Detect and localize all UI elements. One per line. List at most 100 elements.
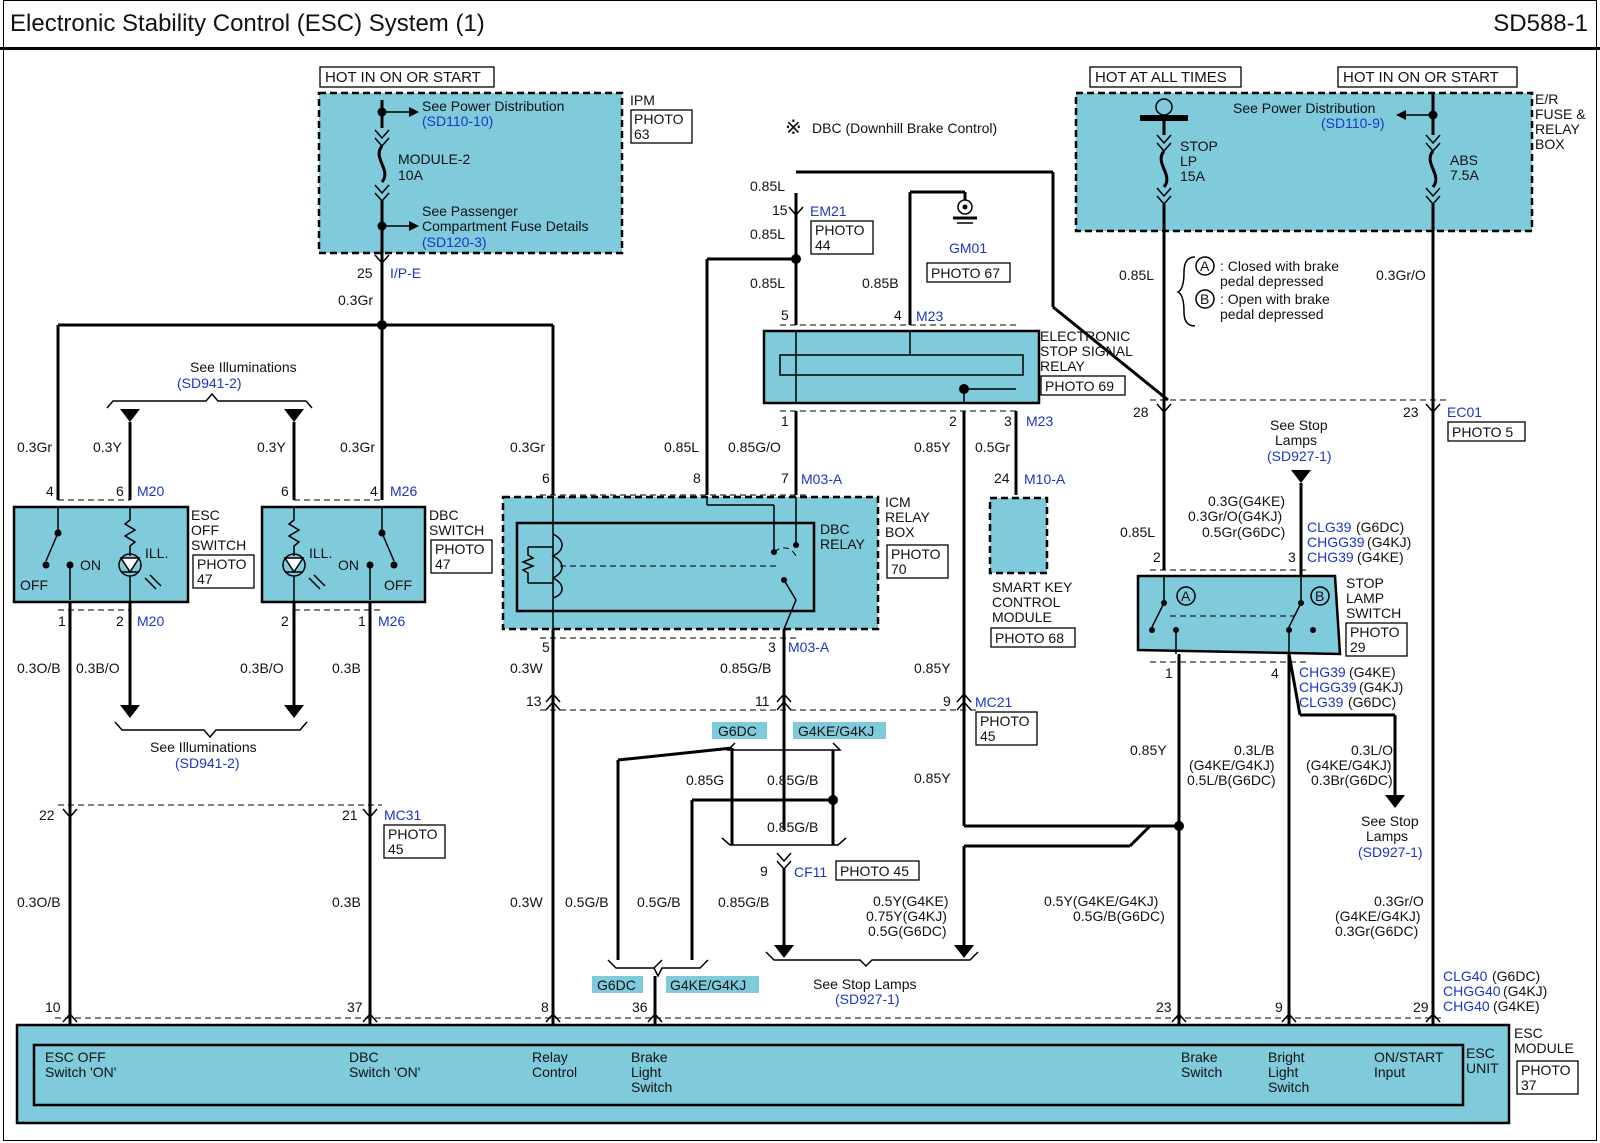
wire-g6dc-diag	[617, 746, 733, 762]
ipm-passenger-2: Compartment Fuse Details	[422, 218, 589, 234]
clg39b: CLG39	[1299, 694, 1344, 710]
sls-a-circle	[1176, 586, 1196, 606]
wire-relay5-label: 0.85L	[750, 275, 785, 291]
smart-key-pin24: 24	[994, 470, 1010, 486]
icm-coil	[551, 533, 563, 599]
chgg40-v: (G4KJ)	[1503, 983, 1547, 999]
legend-b-circle	[1195, 289, 1215, 309]
ipe-connector: I/P-E	[390, 265, 421, 281]
dbc-note-symbol: ※	[785, 117, 802, 139]
esc-input-bright-3: Switch	[1268, 1079, 1309, 1095]
mc21-pin13: 13	[526, 693, 542, 709]
sls4-wire-2: (G4KE/G4KJ)	[1189, 757, 1275, 773]
stop-fuse	[1159, 150, 1169, 188]
wire-cf11-label: 0.85G/B	[767, 819, 818, 835]
esc-input-on-start-1: ON/START	[1374, 1049, 1444, 1065]
wire-stop-feed-diag	[1052, 305, 1169, 402]
stop-lamp-switch-box	[1136, 574, 1342, 656]
ipm-power-dist-ref: (SD110-10)	[422, 113, 493, 129]
icm-blade	[783, 579, 797, 601]
tag-g4ke-bottom-text: G4KE/G4KJ	[670, 977, 746, 993]
m26-connector-top: M26	[390, 483, 417, 499]
sls3-wire-3: 0.5Gr(G6DC)	[1202, 524, 1285, 540]
clg40-v: (G6DC)	[1492, 968, 1540, 984]
wire-em21-mid-label: 0.85L	[750, 226, 785, 242]
dbc-switch-led	[283, 557, 305, 574]
esc-input-dbc-2: Switch 'ON'	[349, 1064, 420, 1080]
icm-photo-1: PHOTO	[891, 546, 941, 562]
m26-pin2: 2	[281, 613, 289, 629]
dbc-switch-light-rays	[308, 574, 326, 590]
dbc-switch-contact-off	[390, 561, 398, 569]
esc-off-ill: ILL.	[145, 545, 168, 561]
e29-wire-3: 0.3Gr(G6DC)	[1335, 923, 1418, 939]
esc-pin23-mark	[1171, 1012, 1187, 1023]
ec01-photo: PHOTO 5	[1452, 424, 1513, 440]
ipe-connector-mark	[374, 254, 390, 265]
sls-pin4: 4	[1271, 665, 1279, 681]
mc21-pin9: 9	[943, 693, 951, 709]
chgg39-v: (G4KJ)	[1367, 534, 1411, 550]
m26-pin1: 1	[358, 613, 366, 629]
chg40: CHG40	[1443, 998, 1490, 1014]
esc-module-name-2: MODULE	[1514, 1040, 1574, 1056]
esc-off-resistor	[123, 507, 137, 556]
illum-arrow-bottom-left	[120, 705, 140, 718]
sls-a: A	[1181, 588, 1191, 604]
stop-lamps-bottom-ref: (SD927-1)	[835, 991, 900, 1007]
illum-bottom-label: See Illuminations	[150, 739, 257, 755]
m26-pin6: 6	[281, 483, 289, 499]
icm3-inner	[783, 599, 797, 630]
esc-off-blade	[45, 532, 59, 562]
dbc-relay-name-1: DBC	[820, 521, 850, 537]
esc-pin37-mark	[362, 1012, 378, 1023]
tag-g6dc-bottom-text: G6DC	[597, 977, 636, 993]
mc21-photo-2: 45	[980, 728, 996, 744]
chgg39b: CHGG39	[1299, 679, 1357, 695]
m20-connector-bottom: M20	[137, 613, 164, 629]
ipe-pin: 25	[357, 265, 373, 281]
clg39: CLG39	[1307, 519, 1352, 535]
split-cf11	[721, 837, 847, 846]
wire-cf11-lower-label: 0.85G/B	[718, 894, 769, 910]
esc-input-brake-2: Switch	[1181, 1064, 1222, 1080]
m26-connector-bottom: M26	[378, 613, 405, 629]
stop-lamps-right-arrow	[1385, 795, 1405, 808]
smart-key-name-2: CONTROL	[992, 594, 1061, 610]
esc-input-brake-light-2: Light	[631, 1064, 661, 1080]
dbc-relay-name-2: RELAY	[820, 536, 866, 552]
illum-bottom-brace	[114, 721, 308, 739]
esc-off-off: OFF	[20, 577, 48, 593]
dbc-switch-off: OFF	[384, 577, 412, 593]
stop-lamps-top-arrow	[1291, 470, 1311, 483]
header-bar: Electronic Stability Control (ESC) Syste…	[0, 0, 1600, 50]
wire-splice-diag	[1128, 824, 1152, 848]
stop-fuse-3: 15A	[1180, 168, 1206, 184]
stop-wire-3: 0.5G(G6DC)	[868, 923, 947, 939]
legend-a-text-2: pedal depressed	[1220, 273, 1324, 289]
wire-m26-4-label: 0.3Gr	[340, 439, 375, 455]
stop-wire-1: 0.5Y(G4KE)	[873, 893, 948, 909]
esc-input-esc-off-1: ESC OFF	[45, 1049, 106, 1065]
icm-photo-2: 70	[891, 561, 907, 577]
em21-pin: 15	[772, 202, 788, 218]
sls-a-blade	[1151, 602, 1165, 628]
mc21-photo-box	[975, 711, 1038, 746]
wire-g6dc-label: 0.85G	[686, 772, 724, 788]
mc31-connector: MC31	[384, 807, 422, 823]
wire-relay2-label-3: 0.85Y	[914, 770, 951, 786]
pin28: 28	[1133, 404, 1149, 420]
m20-pin4: 4	[46, 483, 54, 499]
esc-pin36: 36	[632, 999, 648, 1015]
relay-coil	[779, 354, 1024, 376]
dbc-switch-blade	[381, 532, 395, 562]
pin23: 23	[1403, 404, 1419, 420]
wire-m20-4-label: 0.3Gr	[17, 439, 52, 455]
illum-bottom-ref: (SD941-2)	[175, 755, 240, 771]
ipm-name: IPM	[630, 92, 655, 108]
esc-input-relay-2: Control	[532, 1064, 577, 1080]
chg39b-v: (G4KE)	[1349, 664, 1396, 680]
em21-connector: EM21	[810, 203, 847, 219]
e29-wire-2: (G4KE/G4KJ)	[1335, 908, 1421, 924]
mc31-photo-1: PHOTO	[388, 826, 438, 842]
